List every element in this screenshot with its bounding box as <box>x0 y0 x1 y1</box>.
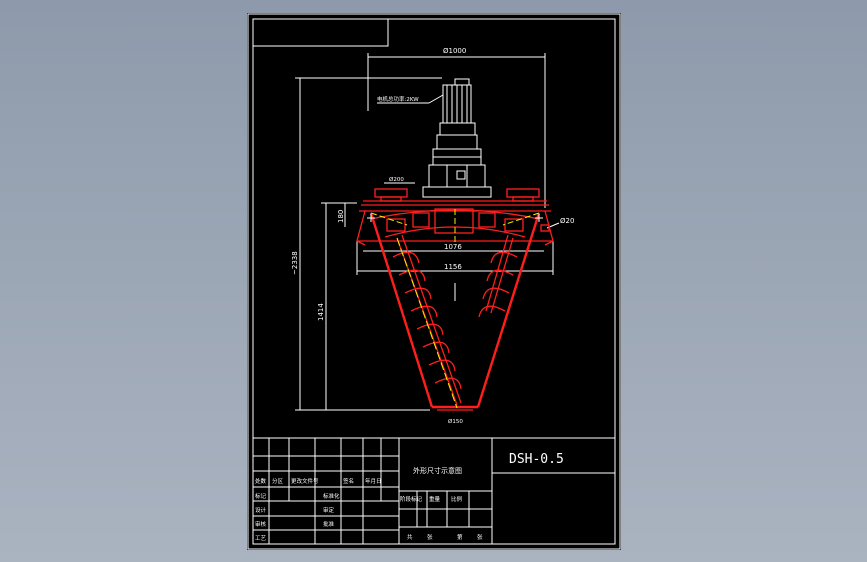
mid-label-0: 标准化 <box>323 492 340 500</box>
dim-flange-inner: 1076 <box>444 243 462 251</box>
stage-label-2: 比例 <box>451 495 463 503</box>
row-label-0: 标记 <box>255 492 267 500</box>
drawing-title: 外形尺寸示意图 <box>413 466 462 475</box>
header-cell-0: 处数 <box>255 477 267 485</box>
centerlines <box>367 209 543 409</box>
dim-top-width: Ø1000 <box>443 47 466 55</box>
stage-label-1: 重量 <box>429 495 441 503</box>
stage-label-0: 阶段标记 <box>400 495 423 503</box>
dim-inlet-dia: Ø200 <box>389 176 404 183</box>
mid-label-1: 审定 <box>323 506 335 514</box>
sheet-label-3: 张 <box>477 533 483 541</box>
header-cell-3: 签名 <box>343 477 354 485</box>
mid-label-2: 批准 <box>323 520 335 528</box>
header-cell-2: 更改文件号 <box>291 477 319 485</box>
sheet-label-1: 张 <box>427 533 433 541</box>
header-cell-4: 年月日 <box>365 477 382 485</box>
dim-side-hole: Ø20 <box>560 217 574 225</box>
dim-flange-outer: 1156 <box>444 263 462 271</box>
dim-outlet: Ø150 <box>448 418 463 425</box>
drawing-sheet: Ø1000 ~2338 1414 180 1076 1156 Ø200 <box>247 13 621 550</box>
row-label-1: 设计 <box>255 506 267 514</box>
row-label-3: 工艺 <box>255 535 267 542</box>
motor-assembly <box>422 78 492 198</box>
sheet-label-0: 共 <box>407 533 413 541</box>
top-left-box <box>253 19 389 47</box>
drawing-canvas: Ø1000 ~2338 1414 180 1076 1156 Ø200 <box>247 13 621 550</box>
dim-overall-height: ~2338 <box>291 251 299 275</box>
motor-power-note: 电机总功率:2KW <box>377 95 419 103</box>
model-code: DSH-0.5 <box>509 452 564 467</box>
header-cell-1: 分区 <box>272 477 284 485</box>
vessel-body <box>356 188 554 411</box>
dim-cone-height: 1414 <box>317 303 325 321</box>
title-block <box>252 437 616 545</box>
row-label-2: 审核 <box>255 520 267 528</box>
dim-flange-height: 180 <box>337 210 345 223</box>
outer-border <box>247 13 621 550</box>
sheet-label-2: 第 <box>457 533 463 541</box>
